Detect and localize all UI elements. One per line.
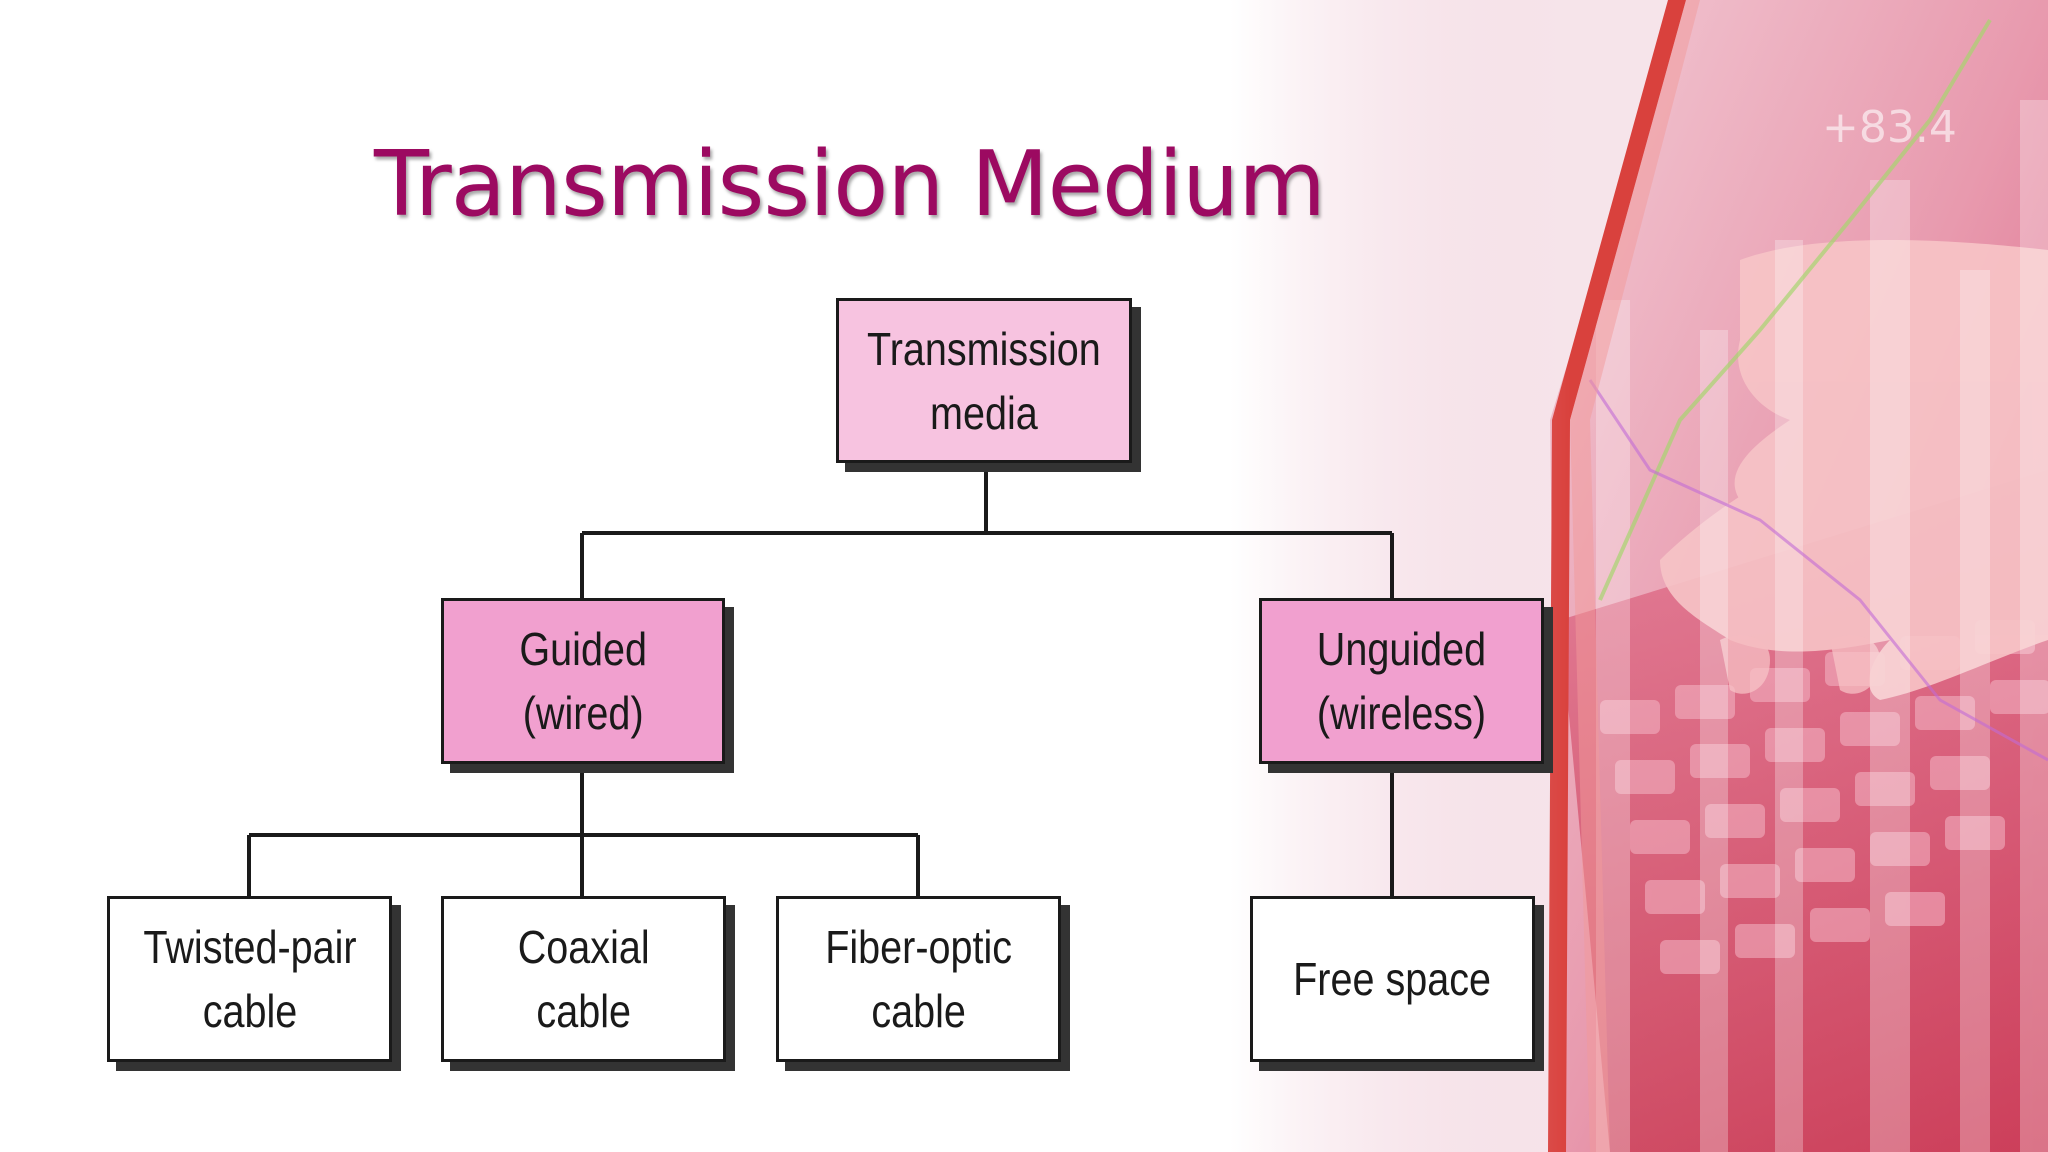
node-fiber-optic-cable: Fiber-optic cable — [776, 896, 1061, 1062]
node-transmission-media: Transmission media — [836, 298, 1132, 463]
slide-title: Transmission Medium — [374, 132, 1326, 237]
node-free-space: Free space — [1250, 896, 1535, 1062]
node-unguided-wireless: Unguided (wireless) — [1259, 598, 1544, 764]
node-twisted-pair-label: Twisted-pair cable — [142, 921, 357, 1037]
node-coaxial-cable: Coaxial cable — [441, 896, 726, 1062]
node-twisted-pair-cable: Twisted-pair cable — [107, 896, 392, 1062]
trend-line-purple — [1588, 379, 2048, 762]
node-guided-wired: Guided (wired) — [441, 598, 725, 764]
trend-line-green — [1598, 18, 1992, 601]
node-unguided-label: Unguided (wireless) — [1316, 623, 1487, 739]
chart-bars-overlay — [1596, 100, 2048, 1152]
hands — [1660, 240, 2048, 700]
background-number: +83.4 — [1822, 102, 1957, 153]
node-free-space-label: Free space — [1293, 953, 1492, 1005]
node-guided-label: Guided (wired) — [519, 623, 647, 739]
node-coaxial-label: Coaxial cable — [517, 921, 650, 1037]
node-fiber-optic-label: Fiber-optic cable — [825, 921, 1012, 1037]
node-transmission-media-label: Transmission media — [867, 322, 1101, 439]
